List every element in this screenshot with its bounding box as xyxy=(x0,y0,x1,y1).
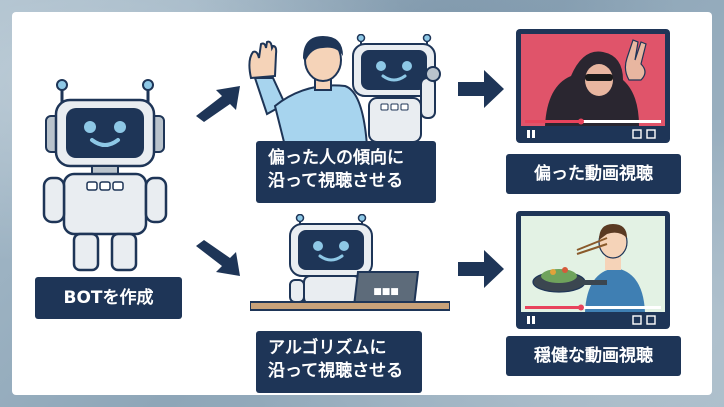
biased-video-screen xyxy=(515,28,671,144)
biased-line2: 沿って視聴させる xyxy=(268,171,404,191)
bot-robot-illustration xyxy=(40,78,170,273)
healthy-result-text: 穏健な動画視聴 xyxy=(534,345,653,366)
arrow-up-right-icon xyxy=(192,82,244,122)
arrow-down-right-icon xyxy=(192,240,244,280)
biased-result-text: 偏った動画視聴 xyxy=(534,163,653,184)
biased-result-label: 偏った動画視聴 xyxy=(506,154,681,194)
algo-line2: 沿って視聴させる xyxy=(268,361,404,381)
healthy-video-screen xyxy=(515,210,671,330)
algo-line1: アルゴリズムに xyxy=(268,338,387,358)
robot-laptop-illustration: ■■■ xyxy=(250,214,450,314)
biased-line1: 偏った人の傾向に xyxy=(268,148,404,168)
arrow-right-top-icon xyxy=(456,68,506,110)
create-bot-label: BOTを作成 xyxy=(35,277,182,319)
create-bot-text: BOTを作成 xyxy=(63,287,154,308)
laptop-text: ■■■ xyxy=(373,287,399,297)
person-and-robot-illustration xyxy=(245,34,445,146)
algorithm-behavior-label: アルゴリズムに 沿って視聴させる xyxy=(256,331,422,393)
healthy-result-label: 穏健な動画視聴 xyxy=(506,336,681,376)
biased-behavior-label: 偏った人の傾向に 沿って視聴させる xyxy=(256,141,436,203)
arrow-right-bottom-icon xyxy=(456,248,506,290)
